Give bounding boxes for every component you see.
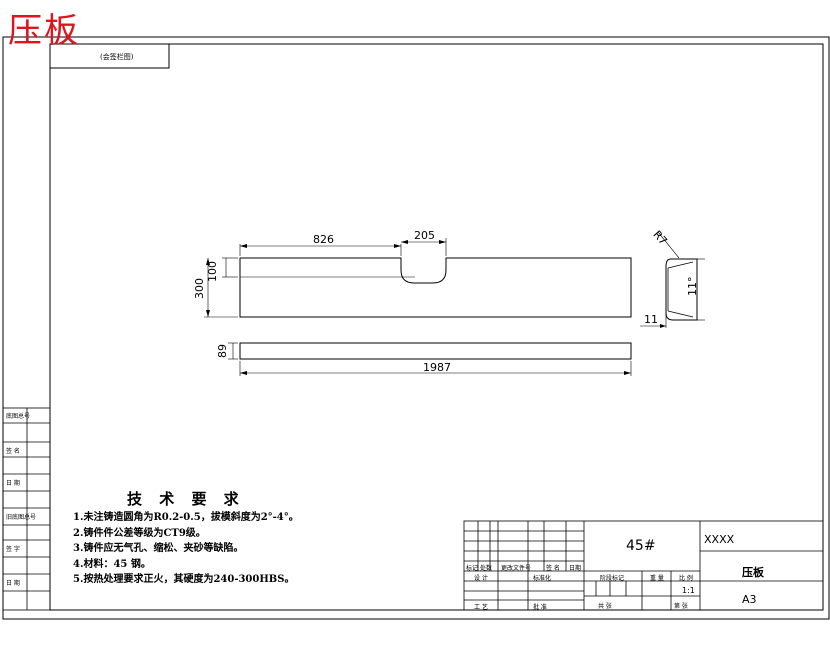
tech-req-list: 1.未注铸造圆角为R0.2-0.5，拔模斜度为2°-4°。 2.铸件件公差等级为…: [73, 510, 299, 588]
tb-label-count: 处数: [480, 565, 493, 572]
tb-label-design: 设 计: [474, 575, 488, 582]
dim-89: [228, 342, 238, 360]
material-cell: 45#: [626, 538, 656, 554]
dim-1987: [239, 361, 632, 376]
plate-outline-top: [239, 257, 632, 318]
dim-r7: [657, 231, 680, 259]
dim-side-width: [640, 313, 667, 328]
scale-cell: 1:1: [682, 586, 695, 595]
sheet-border: [2, 36, 830, 620]
sidebar-label-date-2: 日 期: [6, 580, 20, 587]
tb-label-date: 日期: [569, 565, 582, 572]
sidebar-label-base-no: 底图总号: [6, 413, 31, 420]
corner-box: [49, 43, 170, 69]
dim-text-100: 100: [206, 261, 219, 282]
sidebar-table: [2, 407, 51, 611]
tb-label-mark: 标记: [466, 565, 479, 572]
sidebar-label-old-base-no: 旧底图总号: [6, 514, 37, 521]
drawing-frame: [49, 43, 824, 611]
dim-826: [239, 244, 402, 256]
tb-label-standard: 标准化: [533, 575, 552, 582]
front-view: [239, 342, 632, 360]
dim-side-height: [697, 258, 705, 321]
dim-100: [222, 257, 238, 278]
dim-text-89: 89: [216, 344, 229, 358]
tb-label-division: 更改文件号: [501, 565, 532, 572]
dim-text-side-height: 11°: [686, 276, 699, 297]
dim-text-1987: 1987: [423, 361, 451, 374]
dim-300: [204, 258, 238, 318]
tech-req-item: 4.材料：45 钢。: [73, 558, 151, 570]
tb-label-stage: 阶段标记: [600, 575, 625, 582]
plate-outline-front: [239, 342, 632, 360]
drawing-title: 压板: [8, 11, 80, 51]
top-view: [239, 257, 632, 318]
tb-label-approve: 批 准: [533, 604, 547, 611]
tb-label-sheet-no: 第 张: [674, 603, 688, 610]
part-name-cell: 压板: [742, 566, 764, 579]
company-cell: XXXX: [704, 533, 735, 546]
sidebar-label-sign: 签 名: [6, 448, 20, 455]
tech-req-item: 5.按热处理要求正火，其硬度为240-300HBS。: [73, 574, 295, 585]
tech-req-title: 技 术 要 求: [127, 490, 245, 508]
tb-label-process: 工 艺: [474, 604, 488, 611]
dim-text-826: 826: [313, 233, 334, 246]
tech-req-item: 1.未注铸造圆角为R0.2-0.5，拔模斜度为2°-4°。: [73, 512, 299, 523]
tb-label-sheets: 共 张: [598, 603, 612, 610]
tech-req-item: 2.铸件件公差等级为CT9级。: [73, 527, 206, 539]
dim-text-300: 300: [193, 278, 206, 299]
title-block: [463, 520, 824, 611]
tb-label-sign: 签 名: [546, 565, 560, 572]
tech-req-item: 3.铸件应无气孔、缩松、夹砂等缺陷。: [73, 543, 244, 554]
dim-text-205: 205: [414, 229, 435, 242]
sidebar-label-signature: 签 字: [6, 546, 20, 553]
dim-text-side-width: 11: [644, 313, 658, 326]
sheet-size-cell: A3: [742, 593, 757, 606]
corner-box-label: (会签栏图): [100, 53, 134, 61]
tb-label-ratio: 比 例: [679, 575, 693, 582]
dim-205: [401, 238, 447, 256]
tb-label-weight: 重 量: [650, 575, 664, 582]
sidebar-label-date: 日 期: [6, 480, 20, 487]
